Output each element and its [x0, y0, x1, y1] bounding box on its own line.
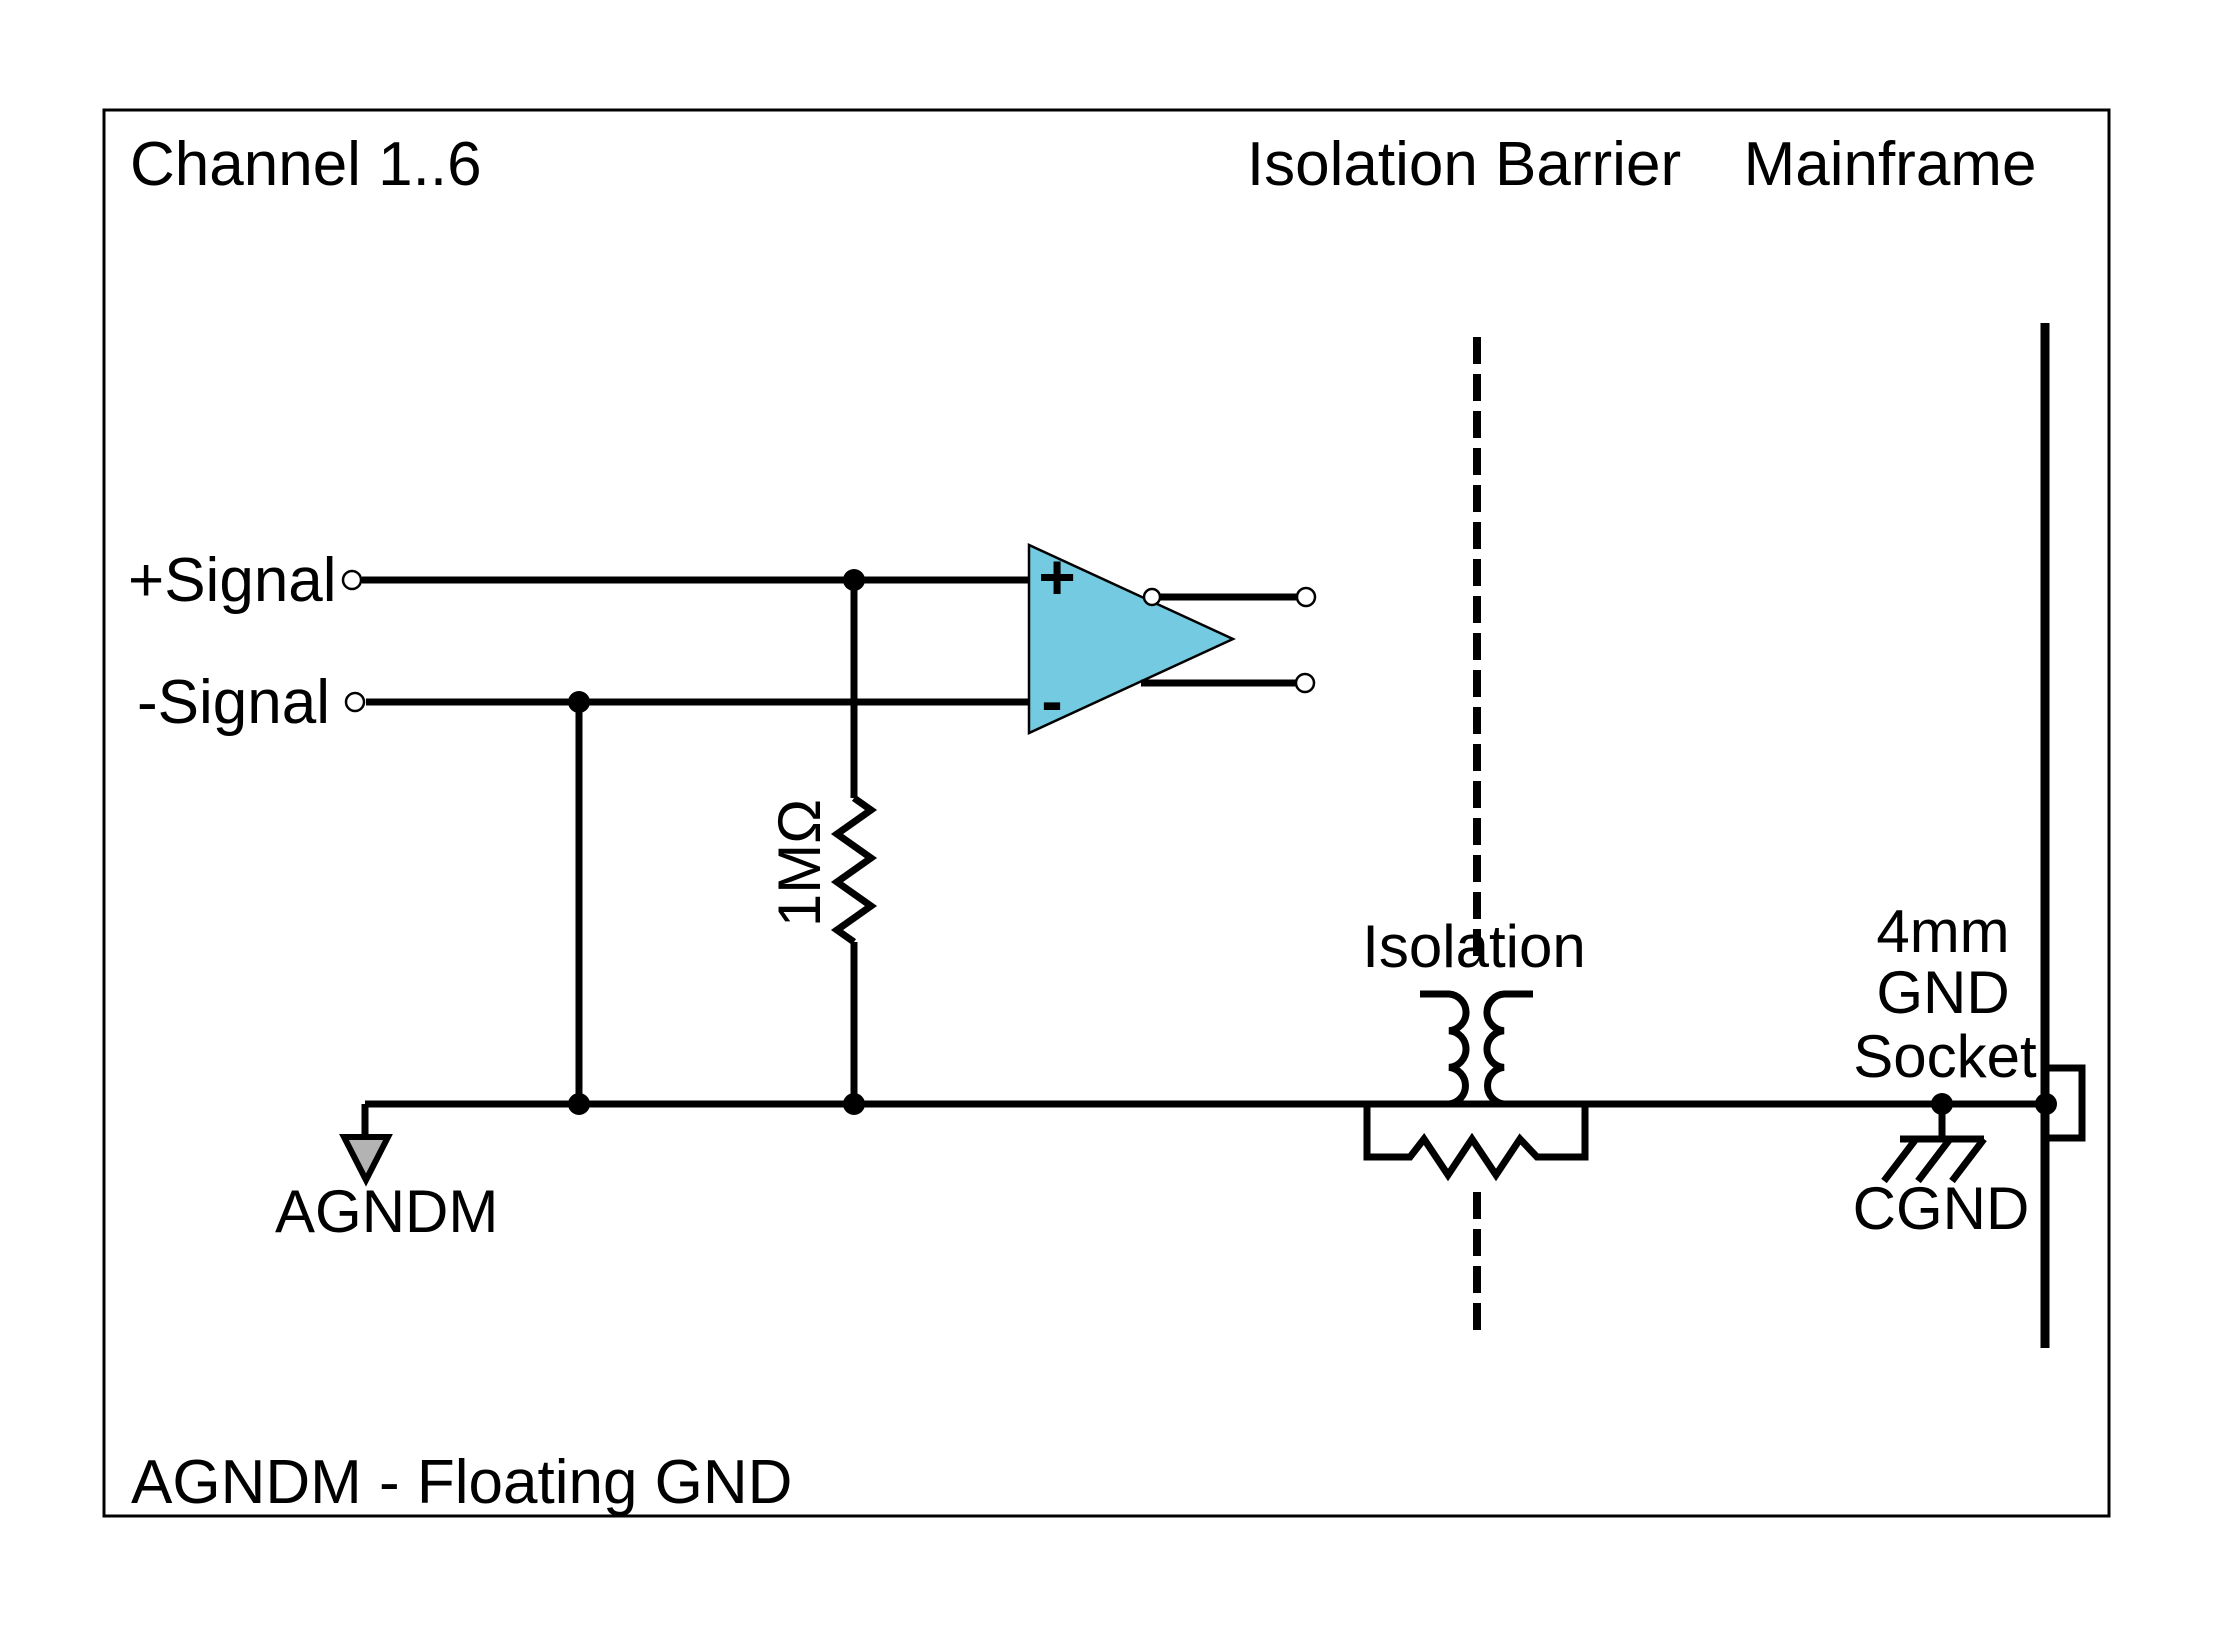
opamp-plus-input-sign: +: [1038, 541, 1075, 613]
isolation-barrier-label: Isolation Barrier: [1247, 130, 1681, 199]
cgnd-hatch-2: [1915, 1136, 1953, 1184]
opamp-output-top-start-circle: [1142, 587, 1162, 607]
opamp-output-bottom-terminal-circle: [1294, 672, 1316, 694]
socket-label-line3: Socket: [1853, 1023, 2037, 1090]
opamp-triangle: [1027, 543, 1236, 735]
transformer-left-winding: [1420, 990, 1470, 1108]
gnd-socket-notch: [2046, 1064, 2086, 1142]
channel-label: Channel 1..6: [130, 130, 482, 199]
plus-signal-terminal-circle: [341, 569, 363, 591]
minus-signal-terminal-circle: [344, 691, 366, 713]
junction-dot-bus-resistor: [843, 1093, 865, 1115]
opamp-minus-input-sign: -: [1041, 665, 1062, 737]
agndm-label: AGNDM: [275, 1178, 498, 1245]
resistor-zigzag: [830, 795, 878, 945]
transformer-right-winding: [1483, 990, 1533, 1108]
socket-label-line2: GND: [1876, 959, 2009, 1026]
opamp-output-top-terminal-circle: [1295, 586, 1317, 608]
cgnd-hatch-3: [1949, 1136, 1987, 1184]
plus-signal-label: +Signal: [128, 546, 337, 615]
cgnd-label: CGND: [1853, 1175, 2030, 1242]
barrier-bridge-resistor: [1363, 1104, 1589, 1182]
minus-signal-label: -Signal: [137, 668, 330, 737]
mainframe-label: Mainframe: [1744, 130, 2037, 199]
diagram-border: [102, 108, 2111, 1518]
junction-dot-bus-left: [568, 1093, 590, 1115]
agndm-arrow: [339, 1134, 393, 1187]
junction-dot-minus-branch: [568, 691, 590, 713]
resistor-value-label: 1MΩ: [766, 799, 833, 927]
junction-dot-plus-resistor: [843, 569, 865, 591]
isolation-label: Isolation: [1362, 913, 1585, 980]
socket-label-line1: 4mm: [1876, 898, 2009, 965]
cgnd-hatch-1: [1881, 1136, 1919, 1184]
footer-note: AGNDM - Floating GND: [131, 1448, 792, 1517]
